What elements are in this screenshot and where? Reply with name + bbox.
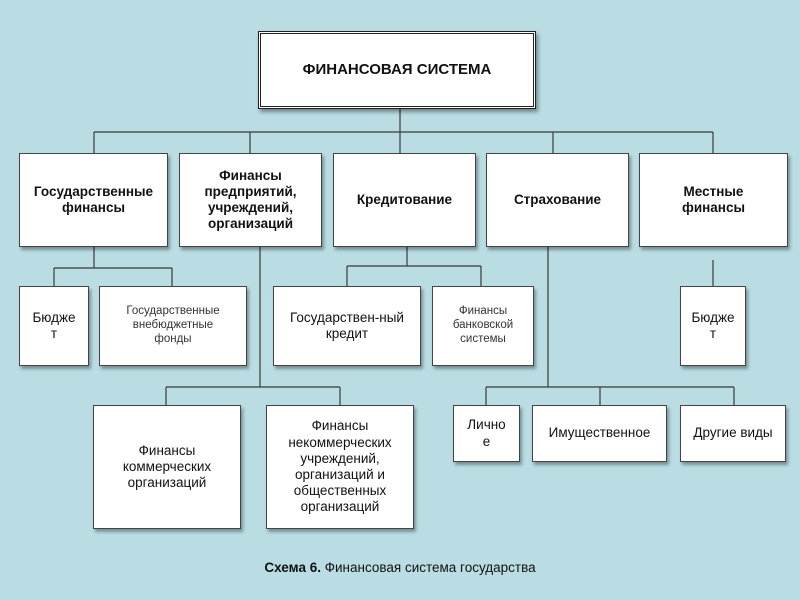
node-label: Государственные финансы — [33, 183, 154, 215]
node-state-finances: Государственные финансы — [19, 153, 168, 247]
root-node-financial-system: ФИНАНСОВАЯ СИСТЕМА — [258, 31, 536, 109]
node-insurance: Страхование — [486, 153, 629, 247]
caption-text: Финансовая система государства — [320, 560, 536, 575]
node-label: Кредитование — [356, 191, 453, 207]
node-label: Лично е — [467, 417, 506, 449]
node-local-budget: Бюдже т — [680, 286, 746, 366]
node-commercial-finances: Финансы коммерческих организаций — [93, 405, 241, 529]
node-label: Бюдже т — [691, 309, 735, 341]
node-state-budget: Бюдже т — [19, 286, 89, 366]
node-label: Местные финансы — [682, 183, 745, 215]
node-label: Финансы предприятий, учреждений, организ… — [204, 167, 297, 232]
node-crediting: Кредитование — [333, 153, 476, 247]
node-label: Финансы банковской системы — [452, 305, 514, 345]
node-banking-finances: Финансы банковской системы — [432, 286, 534, 366]
node-label: Другие виды — [693, 425, 773, 441]
node-local-finances: Местные финансы — [639, 153, 788, 247]
root-node-label: ФИНАНСОВАЯ СИСТЕМА — [302, 61, 492, 78]
node-enterprise-finances: Финансы предприятий, учреждений, организ… — [179, 153, 322, 247]
node-state-credit: Государствен-ный кредит — [273, 286, 421, 366]
node-label: Государствен-ный кредит — [290, 309, 404, 341]
node-label: Финансы коммерческих организаций — [122, 442, 212, 491]
node-label: Финансы некоммерческих учреждений, орган… — [288, 418, 392, 515]
node-property-insurance: Имущественное — [532, 405, 667, 462]
node-other-insurance: Другие виды — [680, 405, 786, 462]
node-noncommercial-finances: Финансы некоммерческих учреждений, орган… — [266, 405, 414, 529]
node-label: Государственные внебюджетные фонды — [126, 305, 220, 345]
caption-label: Схема 6. — [264, 560, 321, 575]
node-label: Имущественное — [548, 425, 651, 441]
node-label: Бюдже т — [32, 309, 76, 341]
node-personal-insurance: Лично е — [453, 405, 520, 462]
figure-caption: Схема 6. Финансовая система государства — [0, 560, 800, 575]
node-label: Страхование — [513, 191, 602, 207]
node-extrabudgetary-funds: Государственные внебюджетные фонды — [99, 286, 247, 366]
